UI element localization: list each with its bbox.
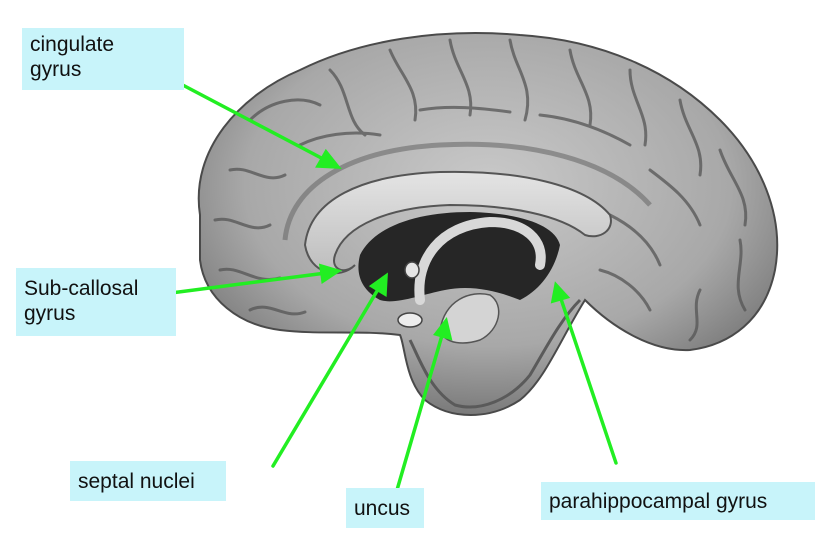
arrowhead-septal (368, 272, 388, 298)
sulci-pattern (213, 38, 748, 342)
label-cingulate-gyrus: cingulate gyrus (22, 28, 184, 90)
arrowhead-cingulate (315, 148, 342, 169)
arrow-uncus (395, 330, 445, 492)
arrow-septal (271, 284, 382, 468)
arrow-parahippocampal (558, 294, 618, 465)
cingulate-band (282, 141, 652, 241)
ventricle-region (358, 212, 560, 302)
corpus-callosum (303, 170, 612, 275)
label-parahippocampal-gyrus: parahippocampal gyrus (541, 482, 815, 520)
label-subcallosal-gyrus: Sub-callosal gyrus (16, 268, 176, 336)
arrow-cingulate (156, 70, 329, 163)
label-subcallosal-line2: gyrus (24, 302, 76, 325)
label-subcallosal-line1: Sub-callosal (24, 277, 139, 300)
label-septal-text: septal nuclei (78, 470, 195, 493)
anterior-commissure (404, 261, 420, 279)
uncus-structure (439, 293, 500, 344)
pointer-arrows (138, 70, 618, 492)
label-uncus-text: uncus (354, 497, 411, 520)
arrowhead-parahippocampal (550, 281, 571, 304)
label-uncus: uncus (346, 488, 424, 528)
label-parahippocampal-text: parahippocampal gyrus (549, 490, 768, 513)
label-cingulate-line1: cingulate (30, 33, 115, 56)
medial-temporal-lobe (408, 298, 582, 409)
arrowhead-uncus (433, 317, 453, 341)
mammillary-body (397, 312, 423, 328)
arrowhead-subcallosal (318, 263, 343, 285)
label-cingulate-line2: gyrus (30, 58, 82, 81)
label-septal-nuclei: septal nuclei (70, 461, 226, 501)
fornix (414, 216, 546, 305)
